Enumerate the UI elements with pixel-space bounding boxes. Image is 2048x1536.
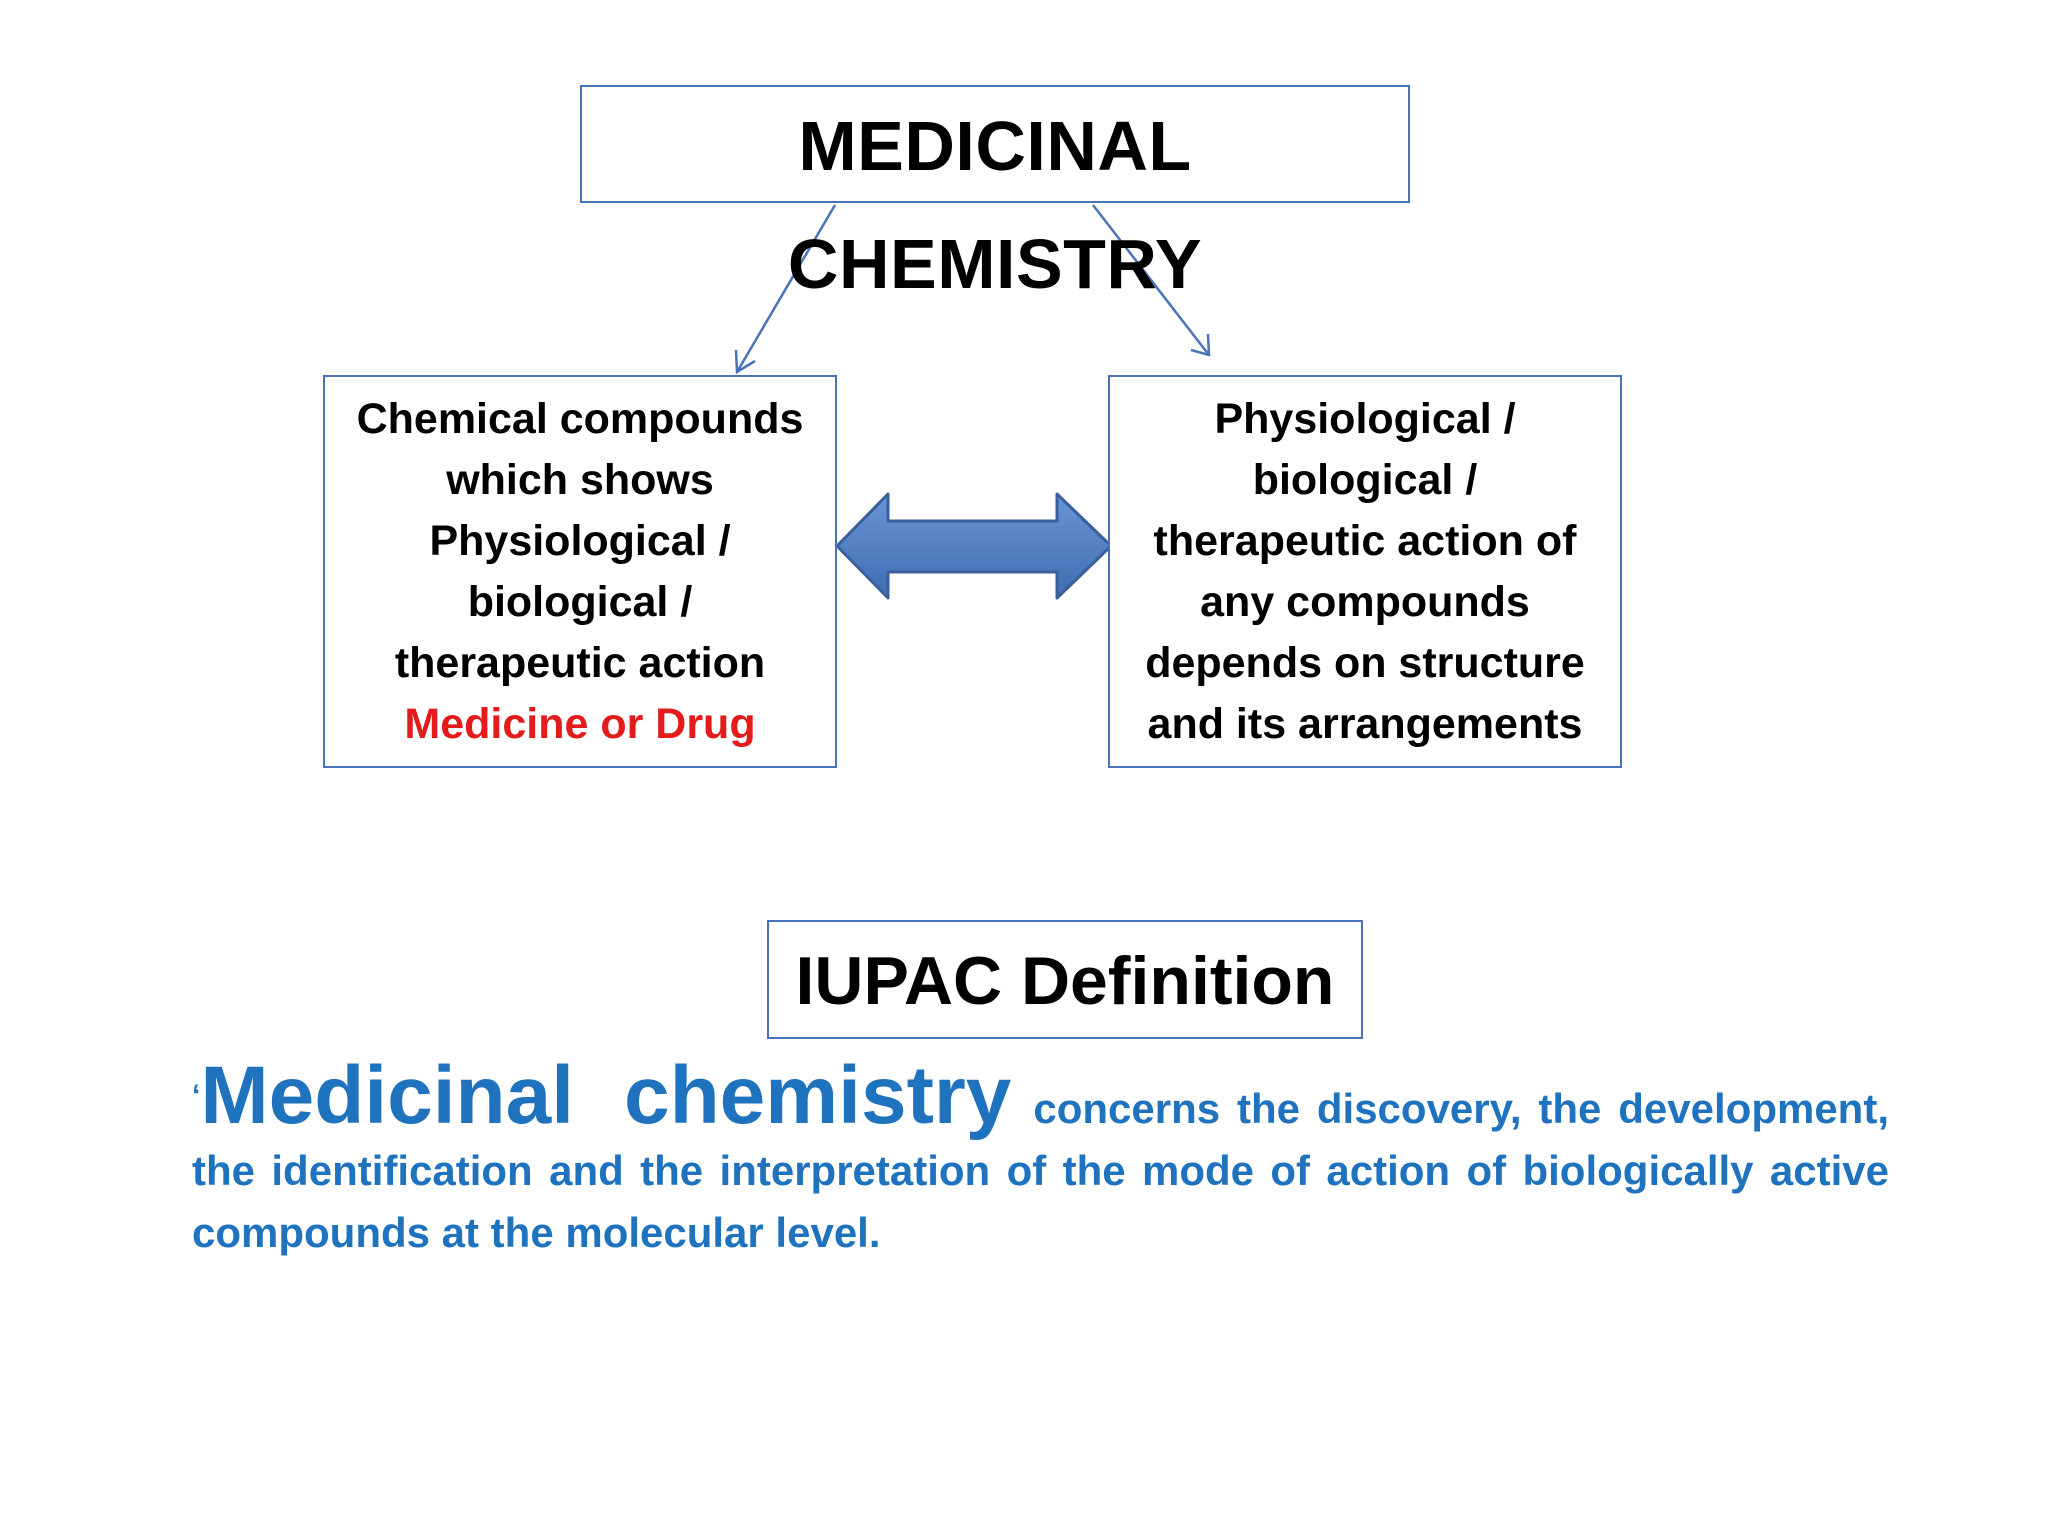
left-box-line: which shows xyxy=(446,456,714,504)
right-box-line: and its arrangements xyxy=(1147,700,1583,748)
left-box-line: Physiological / xyxy=(429,517,731,565)
iupac-heading-box: IUPAC Definition xyxy=(767,920,1363,1039)
right-box-line: any compounds xyxy=(1200,578,1530,626)
right-box-line: Physiological / xyxy=(1214,395,1516,443)
left-box-line: biological / xyxy=(467,578,693,626)
left-box: Chemical compounds which shows Physiolog… xyxy=(323,375,837,768)
diagram-title: MEDICINAL CHEMISTRY xyxy=(787,107,1203,303)
right-box-line: depends on structure xyxy=(1145,639,1585,687)
definition-text: concerns the discovery, the development,… xyxy=(192,1085,1889,1256)
left-box-line: Chemical compounds xyxy=(356,395,804,443)
right-box-line: biological / xyxy=(1252,456,1478,504)
double-headed-arrow xyxy=(835,492,1113,600)
right-box: Physiological / biological / therapeutic… xyxy=(1108,375,1622,768)
left-box-line: therapeutic action xyxy=(394,639,766,687)
right-box-line: therapeutic action of xyxy=(1153,517,1577,565)
left-box-highlight: Medicine or Drug xyxy=(404,700,756,748)
definition-quote-mark: ‘ xyxy=(192,1079,201,1112)
iupac-heading: IUPAC Definition xyxy=(795,943,1335,1019)
definition-lead: Medicinal chemistry xyxy=(200,1050,1012,1141)
title-box: MEDICINAL CHEMISTRY xyxy=(580,85,1410,303)
